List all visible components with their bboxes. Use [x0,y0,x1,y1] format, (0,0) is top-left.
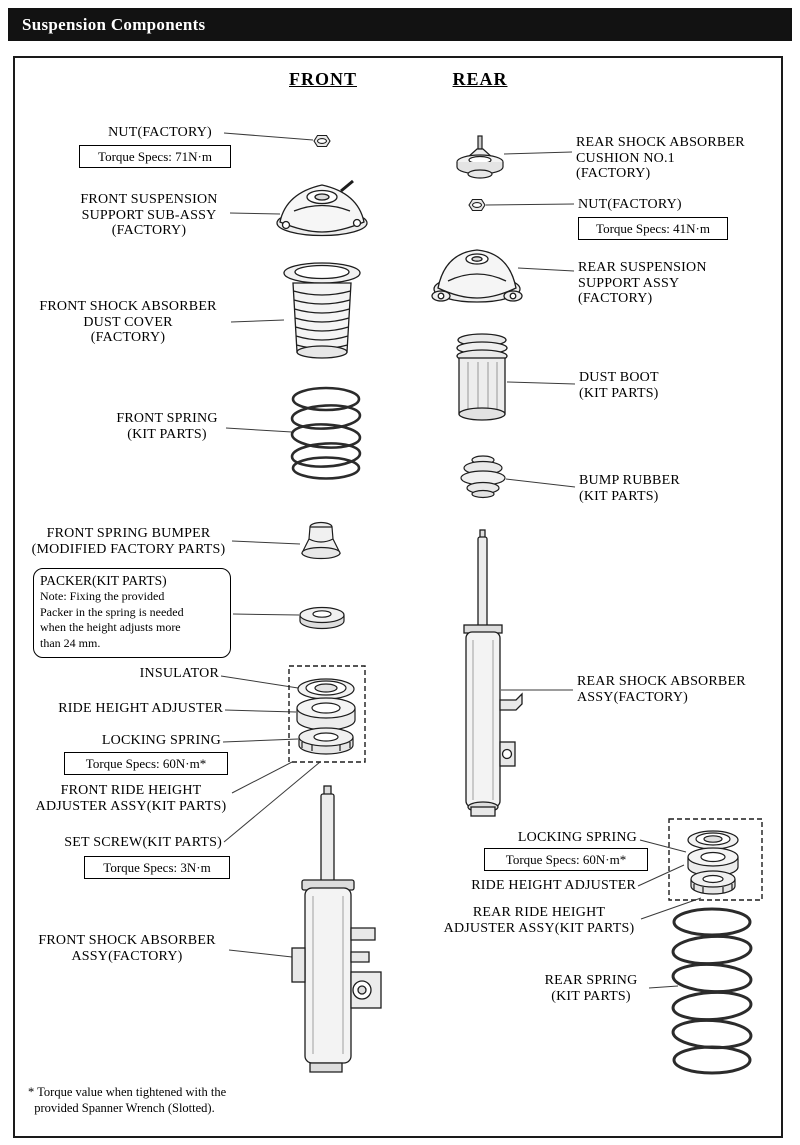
rear-dust-boot-illustration [456,333,508,421]
front-adjuster-assy-label: FRONT RIDE HEIGHT ADJUSTER ASSY(KIT PART… [35,783,227,814]
page-header-bar: Suspension Components [8,8,792,41]
front-packer-illustration [299,606,345,630]
front-support-illustration [276,179,368,237]
front-adjuster-illustration [288,665,366,763]
rear-shock-illustration [463,529,523,817]
front-ride-height-adjuster-label: RIDE HEIGHT ADJUSTER [58,701,223,716]
rear-locking-spring-label: LOCKING SPRING [517,830,637,845]
front-dust-cover-label: FRONT SHOCK ABSORBER DUST COVER (FACTORY… [39,299,217,345]
front-nut-label: NUT(FACTORY) [108,125,212,140]
rear-cushion-illustration [456,135,504,179]
rear-locking-spring-torque-spec: Torque Specs: 60N·m* [484,848,648,871]
rear-bump-rubber-label: BUMP RUBBER (KIT PARTS) [579,473,680,504]
page-title: Suspension Components [22,15,206,34]
rear-cushion-label: REAR SHOCK ABSORBER CUSHION NO.1 (FACTOR… [576,135,745,181]
front-dust-cover-illustration [283,262,361,359]
front-support-label: FRONT SUSPENSION SUPPORT SUB-ASSY (FACTO… [80,192,218,238]
rear-spring-label: REAR SPRING (KIT PARTS) [544,973,638,1004]
rear-shock-label: REAR SHOCK ABSORBER ASSY(FACTORY) [577,674,746,705]
front-packer-note: Note: Fixing the provided Packer in the … [40,589,184,650]
rear-nut-label: NUT(FACTORY) [578,197,682,212]
diagram-frame [13,56,783,1138]
front-nut-illustration [313,134,331,148]
front-spring-label: FRONT SPRING (KIT PARTS) [116,411,218,442]
front-packer-note-box: PACKER(KIT PARTS) Note: Fixing the provi… [33,568,231,658]
front-shock-illustration [291,785,382,1073]
front-set-screw-label: SET SCREW(KIT PARTS) [64,835,222,850]
front-spring-bumper-illustration [301,521,341,560]
front-column-heading: FRONT [289,69,357,89]
front-shock-label: FRONT SHOCK ABSORBER ASSY(FACTORY) [38,933,216,964]
rear-support-illustration [431,249,523,303]
rear-column-heading: REAR [452,69,508,89]
front-spring-illustration [290,386,362,480]
footnote: * Torque value when tightened with the p… [28,1085,227,1115]
front-nut-torque-spec: Torque Specs: 71N·m [79,145,231,168]
rear-ride-height-adjuster-label: RIDE HEIGHT ADJUSTER [471,878,636,893]
front-insulator-label: INSULATOR [139,666,219,681]
rear-nut-torque-spec: Torque Specs: 41N·m [578,217,728,240]
leader-lines [220,132,702,989]
rear-adjuster-assy-label: REAR RIDE HEIGHT ADJUSTER ASSY(KIT PARTS… [443,905,635,936]
rear-nut-illustration [468,198,486,212]
front-spring-bumper-label: FRONT SPRING BUMPER (MODIFIED FACTORY PA… [31,526,226,557]
rear-support-label: REAR SUSPENSION SUPPORT ASSY (FACTORY) [578,260,707,306]
front-locking-spring-torque-spec: Torque Specs: 60N·m* [64,752,228,775]
rear-adjuster-illustration [668,818,763,901]
rear-spring-illustration [671,907,753,1075]
rear-bump-rubber-illustration [460,455,506,499]
front-packer-title: PACKER(KIT PARTS) [40,573,167,588]
front-set-screw-torque-spec: Torque Specs: 3N·m [84,856,230,879]
rear-dust-boot-label: DUST BOOT (KIT PARTS) [579,370,659,401]
front-locking-spring-label: LOCKING SPRING [101,733,221,748]
